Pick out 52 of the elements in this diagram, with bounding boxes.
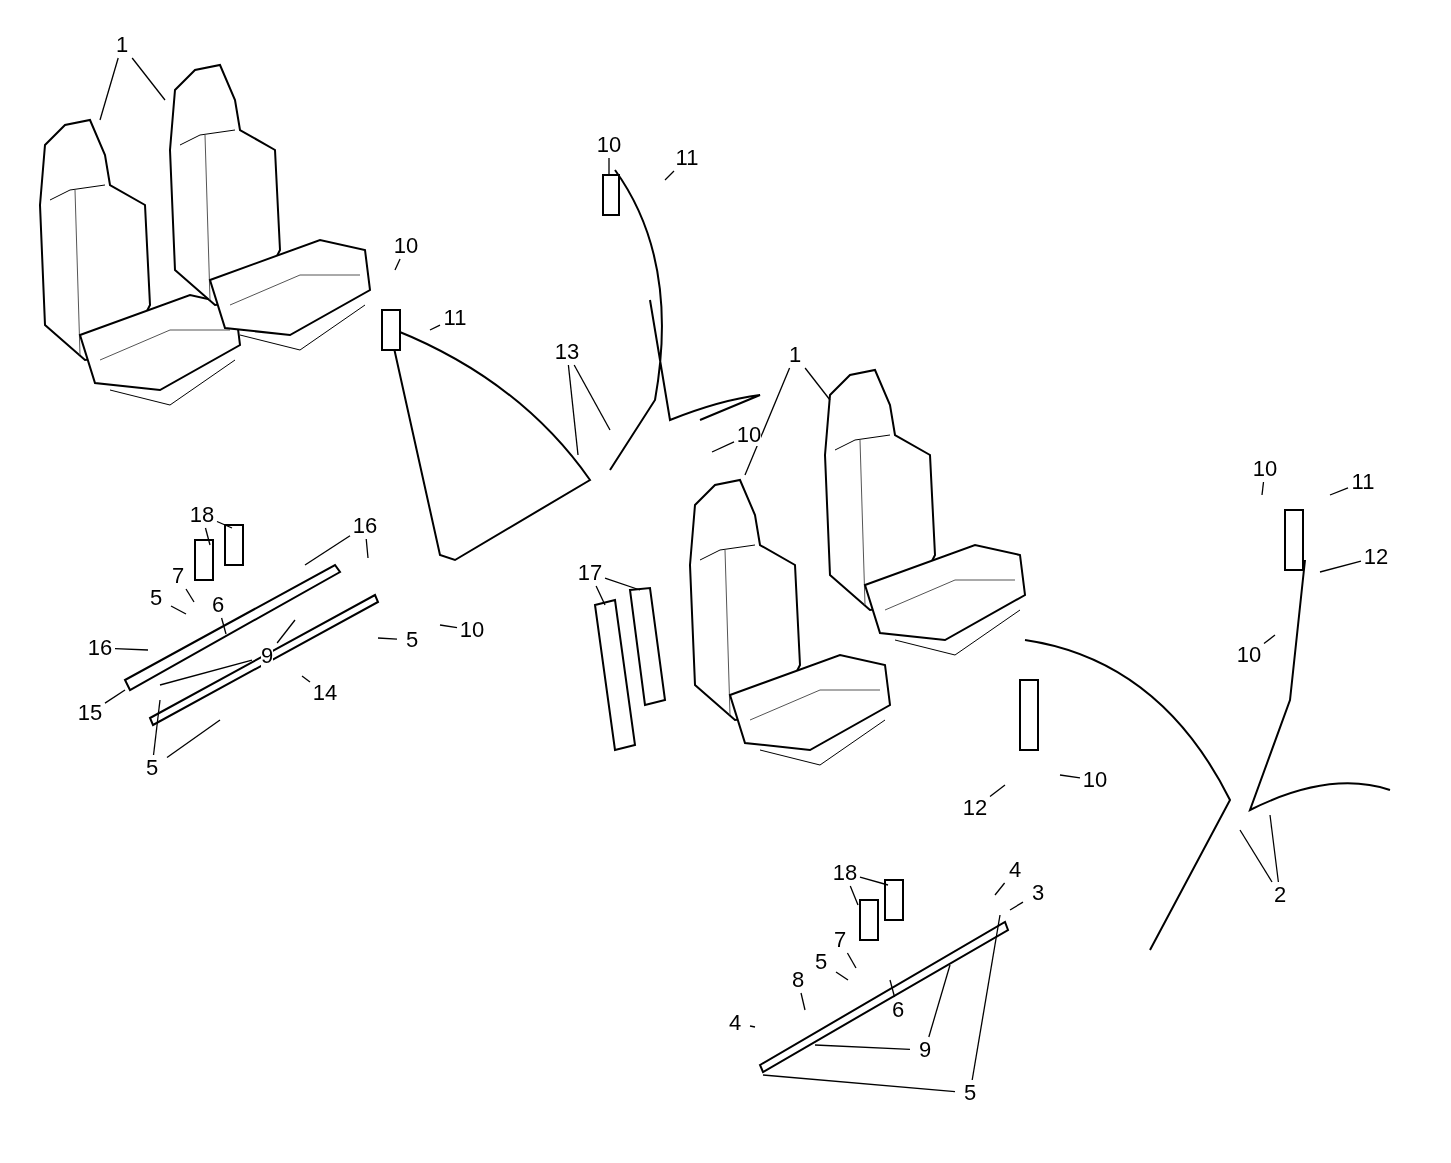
leader-line [846,952,857,969]
leader-line [762,1074,956,1093]
leader-line [1261,481,1265,496]
leader-line [573,364,611,431]
leader-line [595,585,606,606]
leader-line [166,719,221,759]
leader-line [114,648,149,651]
leader-line [608,157,610,176]
leader-line [170,605,187,615]
leader-line [216,520,233,529]
leader-line [804,367,831,401]
leader-line [989,784,1006,798]
leader-line [835,971,849,981]
leader-line [849,885,859,906]
leader-line [185,588,195,603]
leader-line [1319,560,1362,573]
leader-line [439,624,458,629]
leader-line [567,364,579,456]
leader-line [377,637,398,640]
leader-line [1329,487,1349,496]
leader-line [1059,774,1081,779]
leader-line [1009,901,1024,911]
leader-line [220,617,227,635]
leader-line [994,882,1006,896]
leader-line [744,367,791,476]
leader-line [304,535,351,566]
leader-line [604,577,641,591]
leader-line [131,57,166,101]
leader-line [800,992,806,1011]
leader-line [276,619,296,644]
leader-line [749,1025,756,1028]
leader-line [1239,829,1273,883]
leader-line [971,914,1001,1081]
leader-line [204,527,211,546]
callout-number: 9 [260,645,274,667]
leader-line [859,876,889,886]
leader-line [394,258,401,271]
leader-line [664,170,675,181]
leader-line [99,57,119,121]
leader-line [928,964,951,1038]
leader-line [152,699,161,756]
leader-line [1263,634,1276,645]
leader-line [1269,814,1280,883]
callout-number: 10 [736,424,762,446]
leader-line [159,659,253,686]
leader-line [429,324,441,331]
leader-line [711,441,735,453]
leader-line [301,675,311,683]
leader-line [104,689,126,704]
leader-line [889,979,896,998]
leader-line [814,1044,911,1050]
leader-line [365,538,369,559]
